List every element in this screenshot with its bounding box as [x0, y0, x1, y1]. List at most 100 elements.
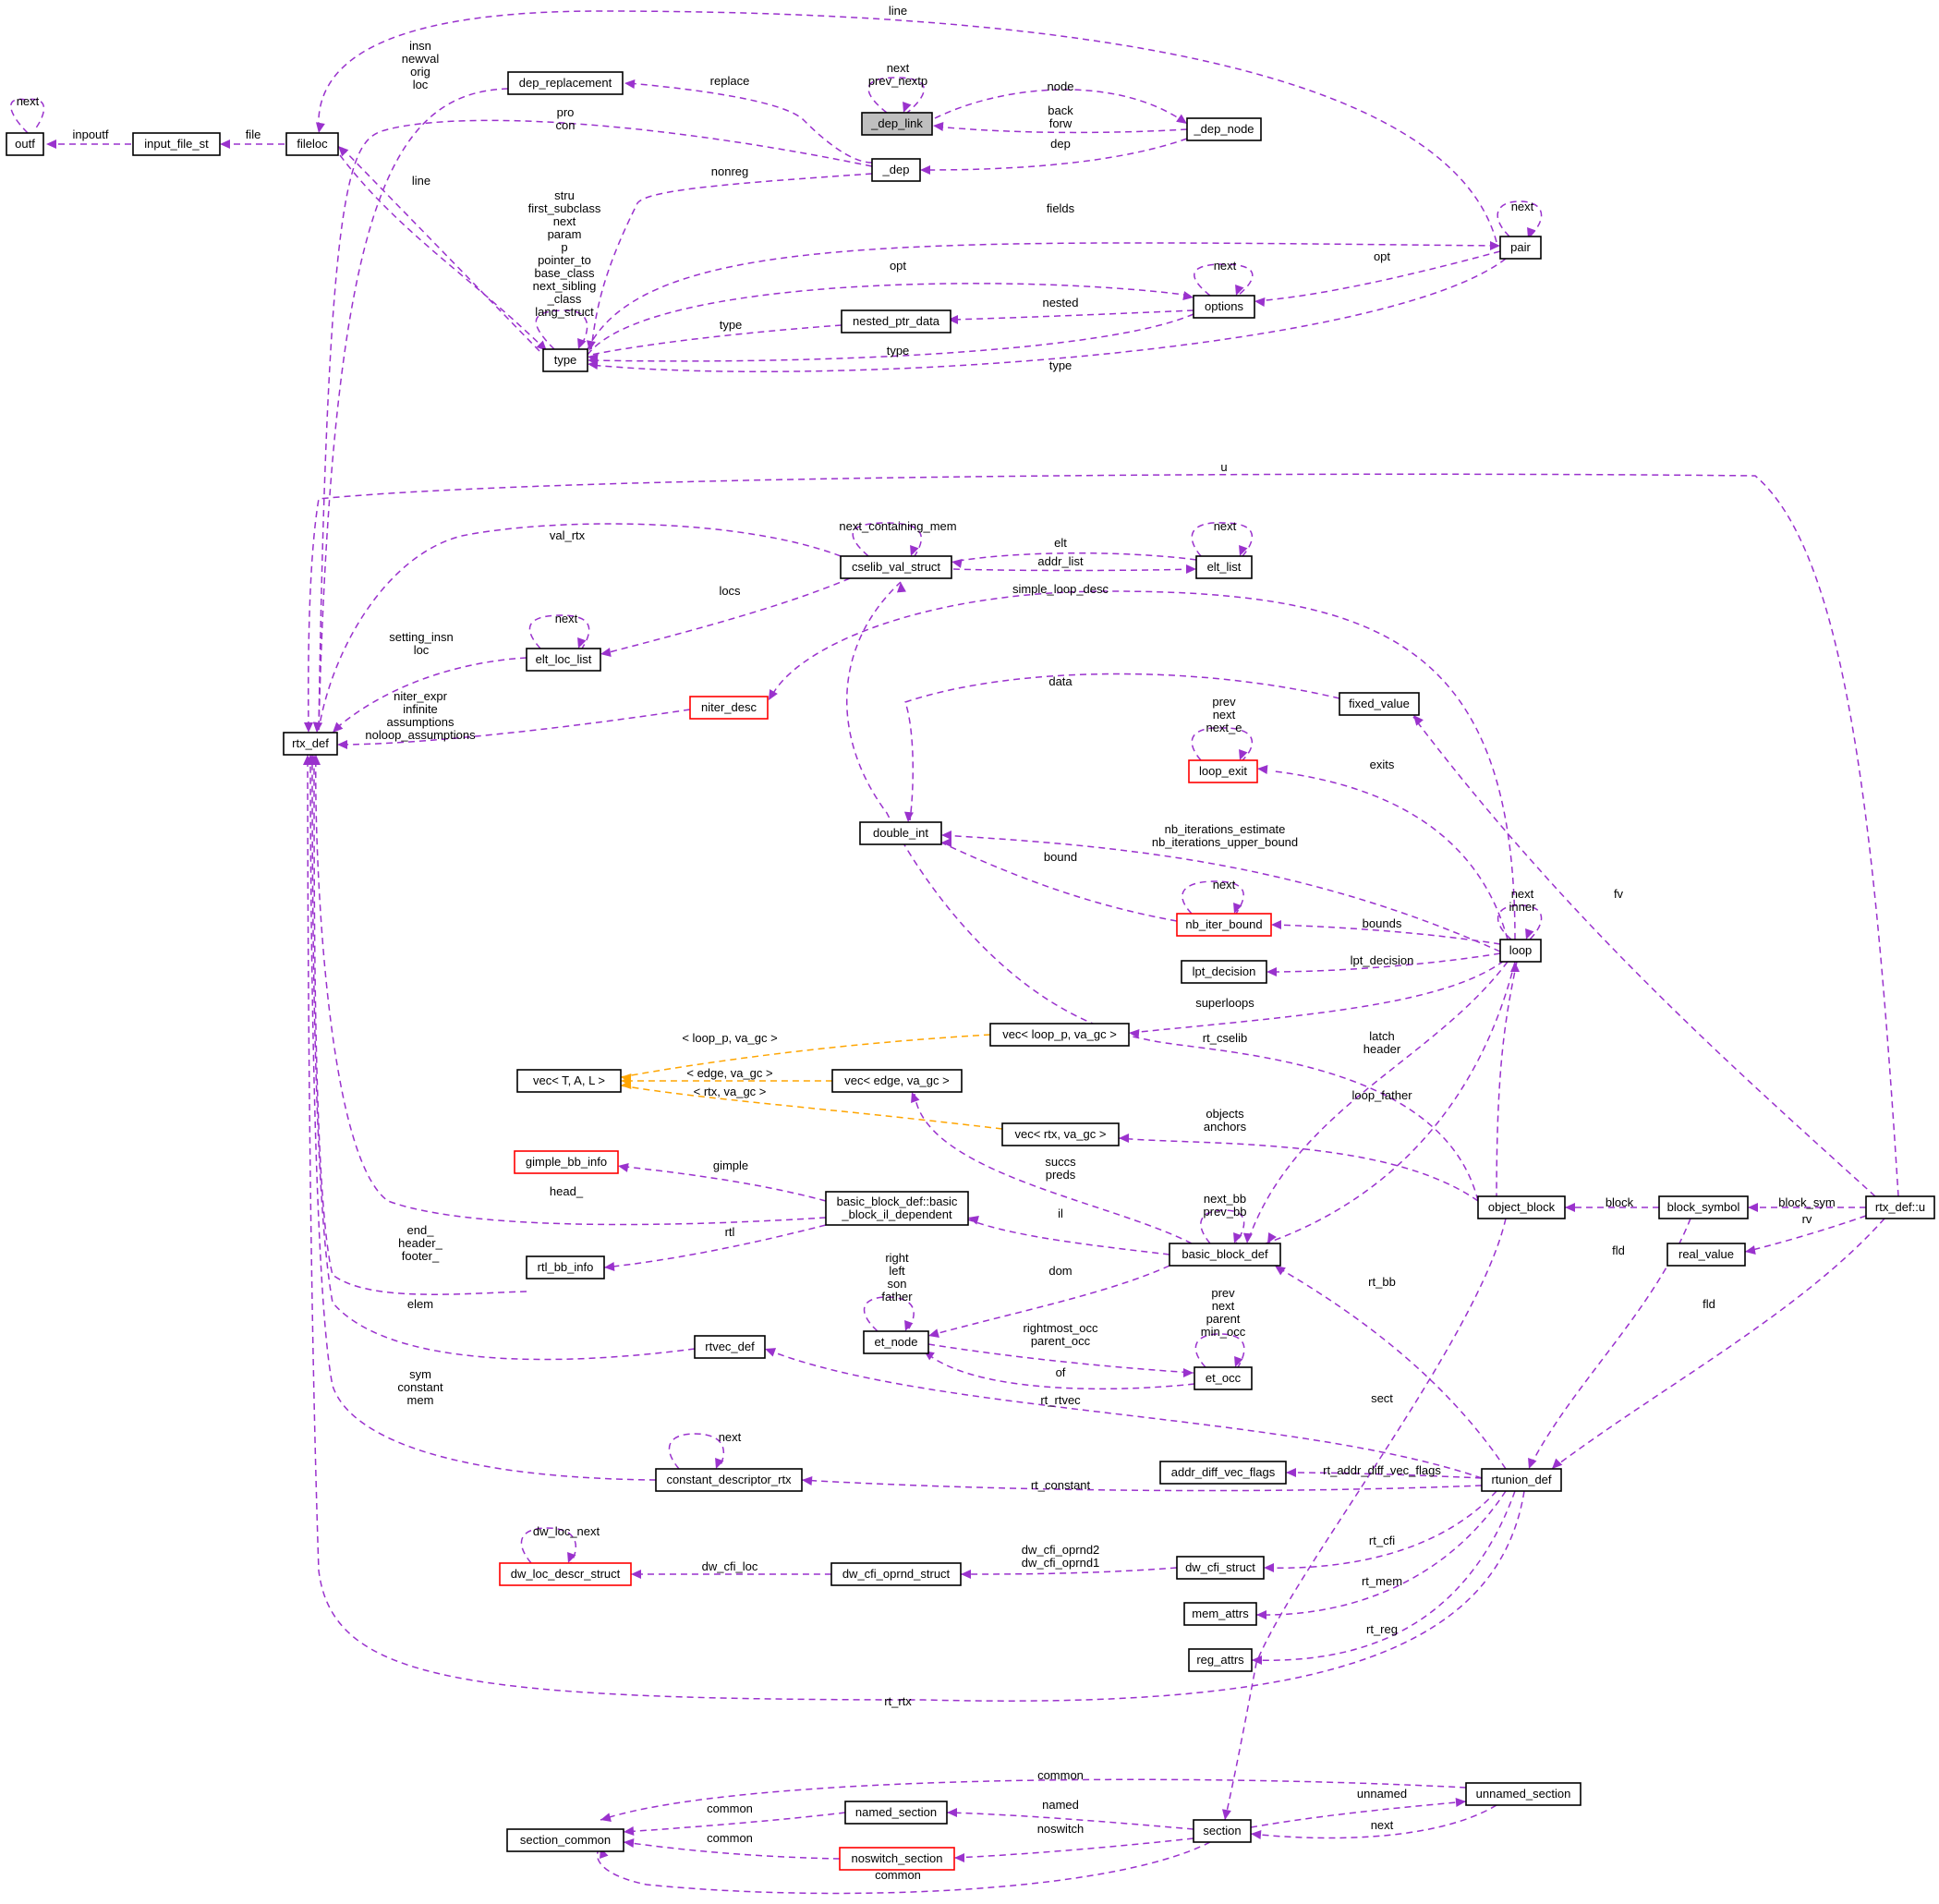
edge-label: line [889, 4, 907, 18]
node-box [840, 555, 952, 579]
node-dep-link[interactable]: _dep_link [861, 112, 933, 136]
edge [863, 1296, 915, 1332]
node-double-int[interactable]: double_int [859, 821, 942, 845]
node-rtx-def[interactable]: rtx_def [283, 732, 338, 756]
node-elt-loc-list[interactable]: elt_loc_list [526, 648, 601, 672]
node-type[interactable]: type [542, 348, 588, 372]
node-section[interactable]: section [1193, 1819, 1252, 1843]
node-vec-edge[interactable]: vec< edge, va_gc > [831, 1069, 963, 1093]
node-lpt-decision[interactable]: lpt_decision [1181, 960, 1267, 984]
node-niter-desc[interactable]: niter_desc [689, 696, 769, 720]
node-object-block[interactable]: object_block [1477, 1195, 1566, 1219]
node-fixed-value[interactable]: fixed_value [1339, 692, 1420, 716]
node-basic-block-def[interactable]: basic_block_def [1169, 1243, 1281, 1267]
node-loop-exit[interactable]: loop_exit [1188, 759, 1258, 783]
node-label: dw_cfi_oprnd_struct [842, 1567, 951, 1581]
node-constant-descriptor-rtx[interactable]: constant_descriptor_rtx [655, 1468, 803, 1492]
edge [1250, 1797, 1467, 1828]
node-elt-list[interactable]: elt_list [1195, 555, 1253, 579]
edge-line [1496, 961, 1518, 1202]
edge-line [528, 614, 590, 649]
node-label: dep_replacement [519, 76, 612, 90]
node-dep-node[interactable]: _dep_node [1186, 117, 1262, 141]
node-real-value[interactable]: real_value [1666, 1243, 1746, 1267]
node-rtunion-def[interactable]: rtunion_def [1481, 1468, 1562, 1492]
node-dw-loc-descr-struct[interactable]: dw_loc_descr_struct [499, 1562, 632, 1586]
node-rtvec-def[interactable]: rtvec_def [694, 1335, 766, 1359]
node-fileloc[interactable]: fileloc [285, 132, 339, 156]
node-dw-cfi-struct[interactable]: dw_cfi_struct [1176, 1556, 1265, 1580]
node-block-symbol[interactable]: block_symbol [1658, 1195, 1749, 1219]
node-gimple-bb-info[interactable]: gimple_bb_info [514, 1150, 619, 1174]
edge-line [10, 98, 45, 134]
node-pair[interactable]: pair [1499, 236, 1542, 260]
node-named-section[interactable]: named_section [844, 1801, 948, 1825]
node-box [285, 132, 339, 156]
node-et-node[interactable]: et_node [863, 1330, 929, 1354]
arrowhead-icon [1455, 1797, 1466, 1807]
node-nb-iter-bound[interactable]: nb_iter_bound [1176, 913, 1272, 937]
node-unnamed-section[interactable]: unnamed_section [1465, 1782, 1581, 1806]
edge-label: rt_cselib [1203, 1031, 1247, 1045]
edge-label: fields [1047, 201, 1075, 215]
edge-label: rt_cfi [1369, 1534, 1395, 1547]
node-options[interactable]: options [1193, 295, 1255, 319]
node-input-file-st[interactable]: input_file_st [132, 132, 221, 156]
node-rtx-def-u[interactable]: rtx_def::u [1865, 1195, 1935, 1219]
arrowhead-icon [1176, 114, 1187, 124]
node-mem-attrs[interactable]: mem_attrs [1183, 1602, 1257, 1626]
node-vec-rtx[interactable]: vec< rtx, va_gc > [1001, 1122, 1120, 1146]
node-addr-diff-vec-flags[interactable]: addr_diff_vec_flags [1159, 1461, 1287, 1485]
node-cselib-val-struct[interactable]: cselib_val_struct [840, 555, 952, 579]
arrowhead-icon [1221, 1809, 1231, 1820]
node-dep-replacement[interactable]: dep_replacement [507, 71, 624, 95]
node-dep[interactable]: _dep [871, 158, 921, 182]
node-et-occ[interactable]: et_occ [1194, 1366, 1253, 1390]
arrowhead-icon [577, 337, 587, 349]
node-label: _dep [882, 163, 910, 176]
node-label: addr_diff_vec_flags [1171, 1465, 1276, 1479]
node-vec-loop[interactable]: vec< loop_p, va_gc > [989, 1023, 1130, 1047]
node-label: rtunion_def [1491, 1473, 1551, 1486]
node-label: rtx_def::u [1875, 1200, 1925, 1214]
arrowhead-icon [961, 1570, 971, 1579]
arrowhead-icon [941, 831, 951, 840]
node-reg-attrs[interactable]: reg_attrs [1188, 1648, 1253, 1672]
node-box [499, 1562, 632, 1586]
edge [846, 581, 1479, 1202]
edge-label: opt [1374, 249, 1390, 263]
arrowhead-icon [303, 755, 312, 765]
edge-line [904, 673, 1340, 821]
edge-label: rt_reg [1366, 1622, 1398, 1636]
node-section-common[interactable]: section_common [506, 1828, 624, 1852]
node-nested-ptr-data[interactable]: nested_ptr_data [841, 309, 951, 334]
edge-line [770, 590, 1516, 940]
node-label: et_node [875, 1335, 918, 1349]
node-label: elt_list [1207, 560, 1242, 574]
node-label: noswitch_section [852, 1851, 943, 1865]
edge [1250, 1804, 1497, 1839]
edge-line [1224, 1218, 1507, 1821]
node-box [514, 1150, 619, 1174]
node-bb-il[interactable]: basic_block_def::basic_block_il_dependen… [825, 1191, 969, 1226]
node-vec-T[interactable]: vec< T, A, L > [516, 1069, 622, 1093]
edge-label: fld [1612, 1243, 1625, 1257]
node-outf[interactable]: outf [6, 132, 44, 156]
arrowhead-icon [1565, 1203, 1575, 1212]
node-dw-cfi-oprnd-struct[interactable]: dw_cfi_oprnd_struct [830, 1562, 962, 1586]
edge [948, 309, 1194, 324]
node-label: vec< rtx, va_gc > [1015, 1127, 1107, 1141]
edge-label: block [1606, 1195, 1634, 1209]
node-box [542, 348, 588, 372]
arrowhead-icon [1286, 1468, 1296, 1477]
node-label: outf [15, 137, 35, 151]
edge-label: head_ [550, 1184, 584, 1198]
edge [952, 564, 1197, 574]
node-rtl-bb-info[interactable]: rtl_bb_info [526, 1255, 605, 1279]
node-noswitch-section[interactable]: noswitch_section [839, 1847, 955, 1871]
edge [1412, 715, 1876, 1197]
node-loop[interactable]: loop [1499, 939, 1542, 963]
edge-line [951, 309, 1194, 321]
